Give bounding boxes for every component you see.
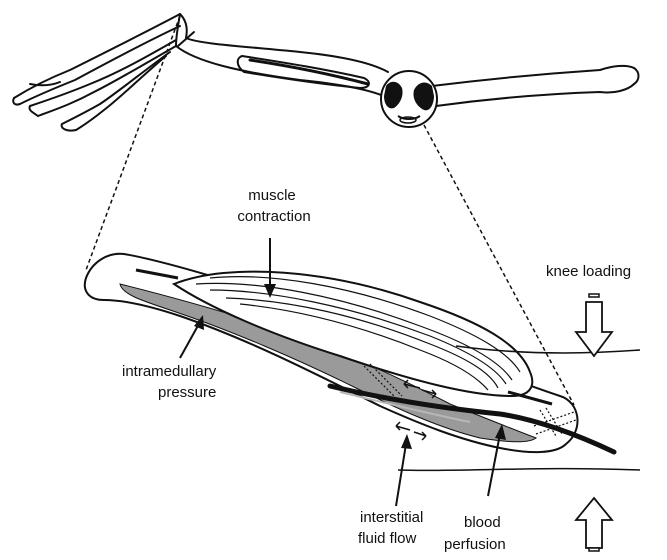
blood-label-line2: perfusion (444, 536, 506, 553)
interstitial-label-line2: fluid flow (358, 530, 417, 547)
intramedullary-label-line1: intramedullary (122, 363, 217, 380)
foot (13, 14, 180, 131)
limb-skeleton (13, 14, 638, 131)
muscle-label-line2: contraction (237, 208, 310, 225)
blood-label-line1: blood (464, 514, 501, 531)
label-interstitial-fluid-flow: interstitial fluid flow (358, 434, 423, 547)
label-intramedullary-pressure: intramedullary pressure (122, 315, 217, 401)
knee-loading-label: knee loading (546, 263, 631, 280)
load-arrow-bottom (576, 498, 612, 551)
femur (432, 66, 639, 106)
load-arrow-top (576, 294, 612, 356)
intramedullary-label-line2: pressure (158, 384, 216, 401)
label-knee-loading: knee loading (546, 263, 631, 280)
muscle-label-line1: muscle (248, 187, 296, 204)
tibia-fibula (176, 14, 388, 98)
interstitial-label-line1: interstitial (360, 509, 423, 526)
knee-joint-magnifier (381, 71, 437, 127)
